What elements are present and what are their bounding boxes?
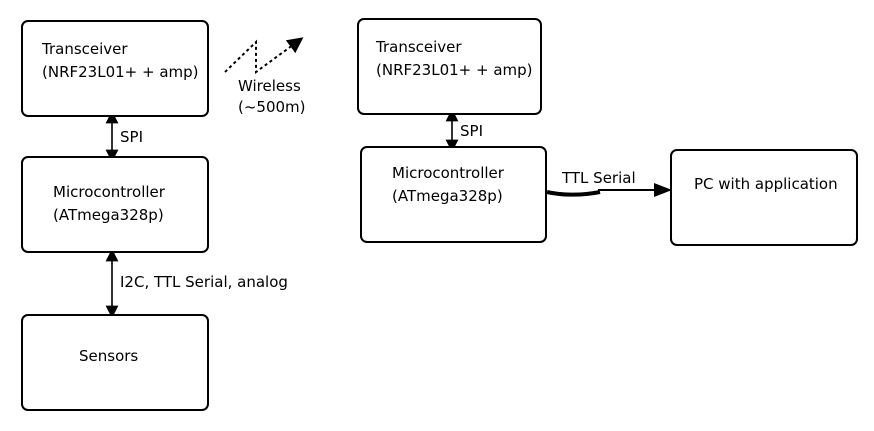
left-transceiver-title: Transceiver — [42, 40, 128, 58]
right-micro-box — [360, 146, 547, 243]
left-sensors-box — [21, 314, 209, 411]
left-spi-label: SPI — [120, 128, 143, 146]
wireless-range-label: (~500m) — [238, 98, 306, 116]
right-spi-label: SPI — [460, 122, 483, 140]
left-transceiver-box — [21, 20, 209, 117]
wireless-label: Wireless — [238, 77, 301, 95]
left-micro-title: Microcontroller — [53, 183, 165, 201]
left-transceiver-subtitle: (NRF23L01+ + amp) — [42, 63, 199, 81]
serial-connector — [546, 190, 601, 197]
left-micro-box — [21, 156, 209, 253]
pc-box — [670, 149, 858, 246]
serial-label: TTL Serial — [562, 169, 636, 187]
pc-label: PC with application — [694, 175, 838, 193]
left-sensors-label: Sensors — [79, 347, 139, 365]
left-bus-label: I2C, TTL Serial, analog — [120, 273, 288, 291]
right-transceiver-box — [357, 18, 542, 115]
right-micro-subtitle: (ATmega328p) — [392, 187, 503, 205]
wireless-zigzag — [224, 37, 304, 74]
right-transceiver-title: Transceiver — [376, 38, 462, 56]
right-transceiver-subtitle: (NRF23L01+ + amp) — [376, 61, 533, 79]
right-micro-title: Microcontroller — [392, 164, 504, 182]
left-micro-subtitle: (ATmega328p) — [53, 206, 164, 224]
